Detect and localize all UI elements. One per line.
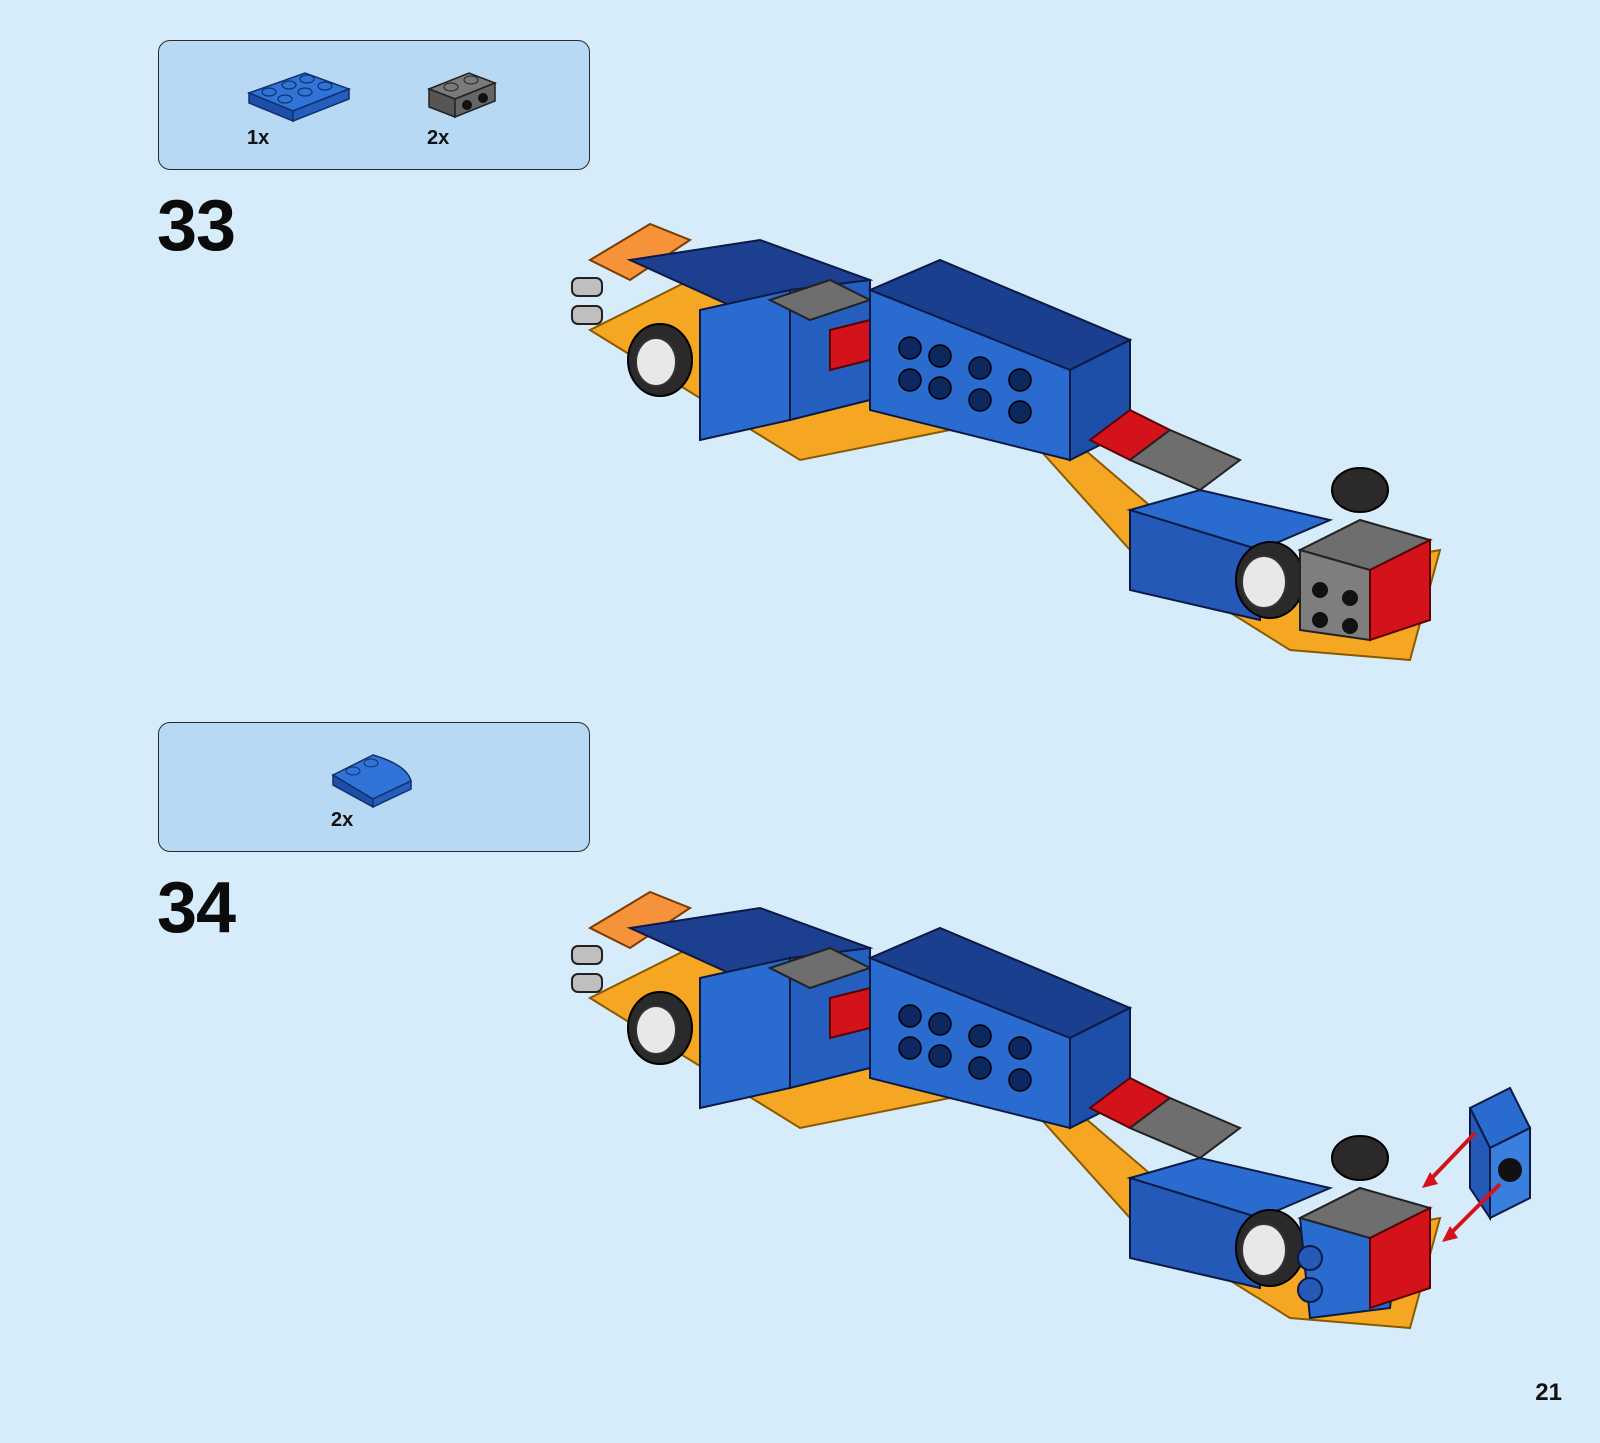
blue-plate-2x3-icon [245,59,353,129]
part-quantity: 2x [427,127,449,150]
gray-bracket-1x2-icon [425,67,499,129]
blue-curved-slope-2x2-icon [329,741,417,811]
part-quantity: 2x [331,809,353,832]
parts-callout-step-33: 1x 2x [158,40,590,170]
step-number: 33 [157,190,235,262]
page-number: 21 [1535,1379,1562,1407]
parts-callout-step-34: 2x [158,722,590,852]
build-model-step-34 [570,888,1560,1358]
arrow-icon [1430,1133,1475,1180]
build-model-step-33 [570,220,1470,680]
step-number: 34 [157,872,235,944]
part-quantity: 1x [247,127,269,150]
